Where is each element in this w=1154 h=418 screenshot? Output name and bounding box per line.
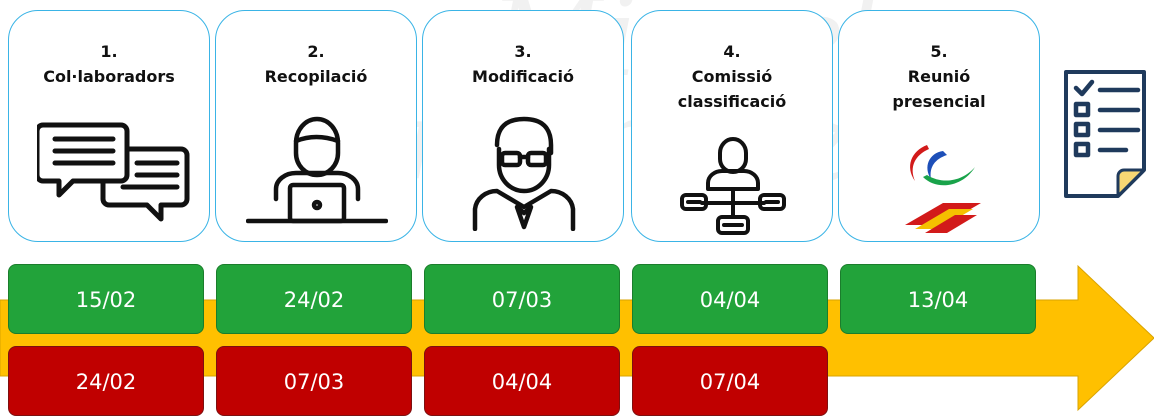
step-label-4: Comissió	[691, 67, 773, 86]
hierarchy-person-icon	[680, 137, 786, 235]
start-date-3: 07/03	[424, 264, 620, 334]
step-card-2: 2. Recopilació	[215, 10, 417, 242]
step-label-2: Recopilació	[264, 67, 368, 86]
chat-bubbles-icon	[37, 122, 190, 222]
step-title-2: 2. Recopilació	[216, 39, 416, 89]
person-laptop-icon	[246, 116, 388, 224]
start-date-2: 24/02	[216, 264, 412, 334]
step-label-5: Reunió	[907, 67, 971, 86]
step-number-3: 3.	[514, 42, 532, 61]
start-date-4: 04/04	[632, 264, 828, 334]
step-label-4b: classificació	[677, 92, 787, 111]
step-number-4: 4.	[723, 42, 741, 61]
end-date-2: 07/03	[216, 346, 412, 416]
step-label-3: Modificació	[472, 67, 574, 86]
step-card-4: 4. Comissió classificació	[631, 10, 833, 242]
end-date-1: 24/02	[8, 346, 204, 416]
step-title-3: 3. Modificació	[423, 39, 623, 89]
paralympic-logo-icon	[910, 145, 975, 186]
man-glasses-icon	[472, 116, 576, 231]
end-date-4: 07/04	[632, 346, 828, 416]
start-date-1: 15/02	[8, 264, 204, 334]
end-date-3: 04/04	[424, 346, 620, 416]
spain-flag-ribbon-icon	[905, 203, 981, 233]
step-title-1: 1. Col·laboradors	[9, 39, 209, 89]
step-number-2: 2.	[307, 42, 325, 61]
step-number-5: 5.	[930, 42, 948, 61]
step-number-1: 1.	[100, 42, 118, 61]
step-label-5b: presencial	[892, 92, 986, 111]
step-card-1: 1. Col·laboradors	[8, 10, 210, 242]
step-card-5: 5. Reunió presencial	[838, 10, 1040, 242]
step-card-3: 3. Modificació	[422, 10, 624, 242]
checklist-icon	[1064, 70, 1146, 198]
step-title-4: 4. Comissió classificació	[632, 39, 832, 114]
start-date-5: 13/04	[840, 264, 1036, 334]
step-title-5: 5. Reunió presencial	[839, 39, 1039, 114]
step-label-1: Col·laboradors	[43, 67, 175, 86]
